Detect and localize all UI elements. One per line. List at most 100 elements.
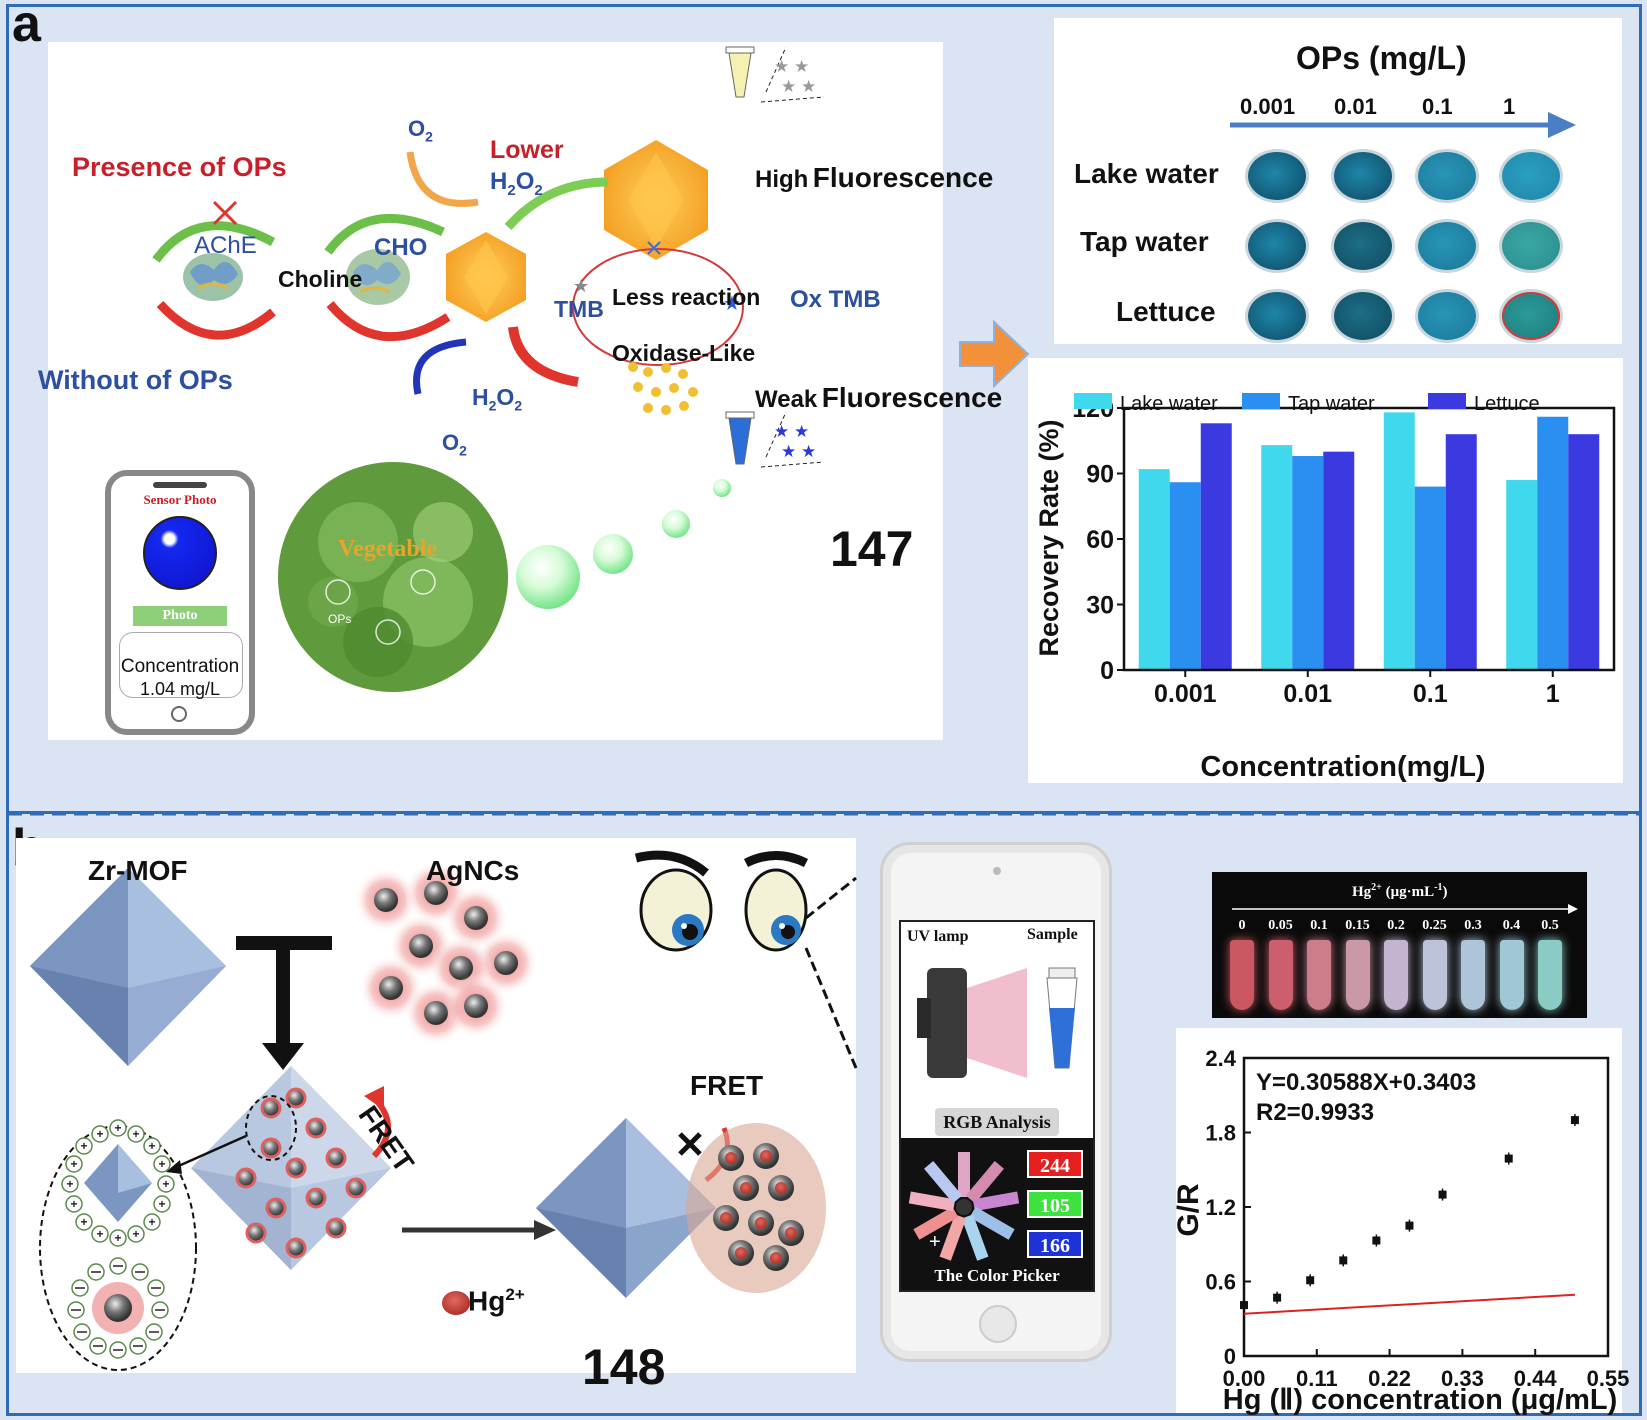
oxidase-like-label: Oxidase-Like <box>612 340 756 366</box>
tube-7 <box>1499 940 1524 1010</box>
scatter-point-6 <box>1438 1190 1447 1199</box>
scatter-ytick-2: 1.2 <box>1205 1195 1236 1220</box>
agncs-label: AgNCs <box>426 855 520 886</box>
bubble-1 <box>516 545 580 609</box>
well-lake-4 <box>1502 152 1560 200</box>
well-lettuce-1 <box>1248 292 1306 340</box>
tubes-title: Hg2+ (μg·mL-1) <box>1352 882 1448 900</box>
well-tap-3 <box>1418 222 1476 270</box>
bar-1-2 <box>1323 451 1355 670</box>
mof-after-hg <box>536 1118 716 1298</box>
phone-header: Sensor Photo <box>143 492 217 507</box>
col-label-1: 0.01 <box>1334 94 1377 119</box>
bar-ytick-0: 0 <box>1100 657 1114 685</box>
svg-text:+: + <box>929 1231 941 1253</box>
o2-bottom-label: O2 <box>442 430 467 459</box>
bar-3-1 <box>1537 416 1569 670</box>
scatter-ytick-1: 0.6 <box>1205 1270 1236 1295</box>
svg-text:+: + <box>96 1127 103 1141</box>
tubes-arrow <box>1232 904 1578 914</box>
well-tap-2 <box>1334 222 1392 270</box>
bar-2-1 <box>1414 486 1446 670</box>
hg-legend-dot <box>442 1291 470 1315</box>
sample-label: Sample <box>1027 926 1078 943</box>
scatter-xtick-3: 0.33 <box>1441 1366 1484 1391</box>
svg-text:+: + <box>148 1215 155 1229</box>
bar-xtick-0: 0.001 <box>1154 680 1217 708</box>
photo-button[interactable]: Photo <box>133 606 227 626</box>
svg-text:★ ★: ★ ★ <box>781 77 816 96</box>
svg-text:+: + <box>66 1177 73 1191</box>
scatter-point-4 <box>1372 1236 1381 1245</box>
presence-of-ops-label: Presence of OPs <box>72 152 287 182</box>
scheme-a-diagram: ★ ★ ★ ★ ★ ★ ★ ★ ★ ★ <box>152 46 825 692</box>
legend-label-2: Lettuce <box>1474 393 1540 415</box>
col-label-2: 0.1 <box>1422 94 1453 119</box>
analysis-phone: UV lamp Sample RGB Analysis <box>880 842 1112 1362</box>
lower-label: Lower <box>490 136 564 164</box>
scatter-point-8 <box>1570 1116 1579 1125</box>
col-label-0: 0.001 <box>1240 94 1296 119</box>
bar-0-1 <box>1169 482 1201 670</box>
tube-label-5: 0.25 <box>1422 918 1447 933</box>
result-box <box>119 632 243 698</box>
svg-text:+: + <box>80 1215 87 1229</box>
well-tap-1 <box>1248 222 1306 270</box>
reference-148: 148 <box>582 1339 666 1395</box>
cho-red-arrow <box>326 301 451 342</box>
concentration-value: 1.04 mg/L <box>139 679 221 699</box>
scatter-point-2 <box>1306 1276 1315 1285</box>
well-lettuce-4 <box>1502 292 1560 340</box>
eyes-icon <box>634 850 858 1069</box>
scatter-xtick-5: 0.55 <box>1587 1366 1630 1391</box>
color-picker-panel: + 244 105 166 The Color Picker <box>901 1138 1093 1290</box>
scatter-xtick-2: 0.22 <box>1368 1366 1411 1391</box>
bar-2-2 <box>1445 434 1477 670</box>
tube-label-2: 0.1 <box>1310 918 1328 933</box>
photo-grid-title: OPs (mg/L) <box>1296 40 1467 76</box>
sensor-phone: Sensor Photo Photo Concentration 1.04 mg… <box>105 470 255 735</box>
sample-tube <box>1046 967 1078 1069</box>
uv-lamp-illustration <box>917 967 1078 1078</box>
phone-b-home-button[interactable] <box>979 1305 1017 1343</box>
scatter-chart-panel <box>1176 1028 1622 1413</box>
phone-screen: UV lamp Sample RGB Analysis <box>899 920 1095 1292</box>
h2o2-top-label: H2O2 <box>490 168 543 199</box>
bar-1-0 <box>1261 445 1293 670</box>
scatter-xlabel: Hg (Ⅱ) concentration (μg/mL) <box>1223 1384 1618 1416</box>
vegetable-title: Vegetable <box>338 536 438 562</box>
o2-orange-arrow <box>406 151 479 207</box>
orange-transition-arrow <box>959 319 1030 389</box>
gold-particles <box>628 362 698 415</box>
col-label-3: 1 <box>1503 94 1516 119</box>
svg-text:+: + <box>148 1139 155 1153</box>
svg-text:★ ★: ★ ★ <box>774 422 809 441</box>
tube-label-4: 0.2 <box>1387 918 1405 933</box>
svg-text:+: + <box>158 1197 165 1211</box>
well-lake-2 <box>1334 152 1392 200</box>
scatter-point-7 <box>1504 1154 1513 1163</box>
bar-1-1 <box>1292 456 1324 670</box>
svg-text:+: + <box>70 1157 77 1171</box>
o2-top-label: O2 <box>408 116 433 145</box>
cho-green-arrow <box>324 213 445 255</box>
hg-legend-label: Hg2+ <box>468 1285 525 1317</box>
oxidase-ellipse <box>572 248 744 366</box>
r-value: 244 <box>1027 1150 1083 1178</box>
tube-label-7: 0.4 <box>1502 918 1521 933</box>
concentration-label: Concentration <box>120 656 240 677</box>
well-tap-4 <box>1502 222 1560 270</box>
to-weak-arrow <box>508 326 579 387</box>
scatter-ytick-4: 2.4 <box>1205 1046 1236 1071</box>
tube-high: ★ ★ ★ ★ <box>725 46 825 103</box>
row-label-tap: Tap water <box>1080 226 1209 257</box>
tube-label-1: 0.05 <box>1268 918 1293 933</box>
ox-tmb-label: Ox TMB <box>790 286 881 313</box>
bar-chart-xlabel: Concentration(mg/L) <box>1200 751 1485 783</box>
legend-swatch-2 <box>1428 393 1466 409</box>
phone-home-button[interactable] <box>171 706 187 722</box>
legend-swatch-0 <box>1074 393 1112 409</box>
fit-line <box>1243 1293 1575 1315</box>
